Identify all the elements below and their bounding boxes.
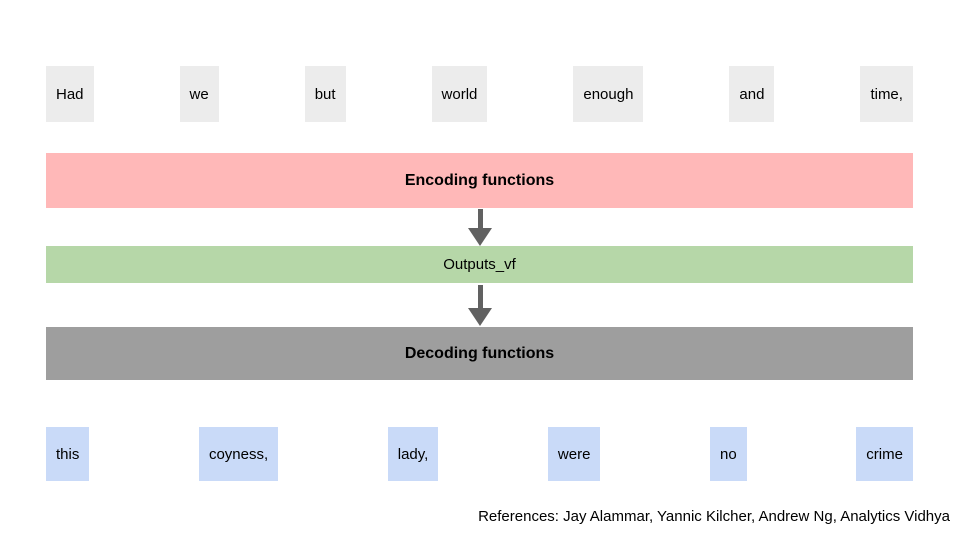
input-token: Had [46,66,94,122]
arrow-down-icon [468,209,492,246]
outputs-bar: Outputs_vf [46,246,913,283]
encoder-bar-label: Encoding functions [404,171,555,189]
input-tokens-row: Had we but world enough and time, [46,66,913,122]
input-token: and [729,66,775,122]
output-tokens-row: this coyness, lady, were no crime [46,427,913,481]
input-token: time, [860,66,913,122]
arrow-head [468,308,492,326]
references-text: References: Jay Alammar, Yannic Kilcher,… [478,508,950,525]
encoder-bar: Encoding functions [46,153,913,208]
output-token: coyness, [198,427,279,481]
arrow-stem [477,209,483,228]
output-token: no [710,427,747,481]
arrow-stem [477,285,483,308]
output-token: this [46,427,90,481]
outputs-bar-label: Outputs_vf [443,256,516,273]
input-token: enough [573,66,644,122]
decoder-bar: Decoding functions [46,327,913,380]
output-token: were [547,427,601,481]
output-token: lady, [387,427,439,481]
input-token: world [431,66,488,122]
arrow-head [468,228,492,246]
input-token: we [179,66,219,122]
decoder-bar-label: Decoding functions [404,344,555,362]
output-token: crime [856,427,913,481]
input-token: but [304,66,346,122]
arrow-down-icon [468,285,492,326]
